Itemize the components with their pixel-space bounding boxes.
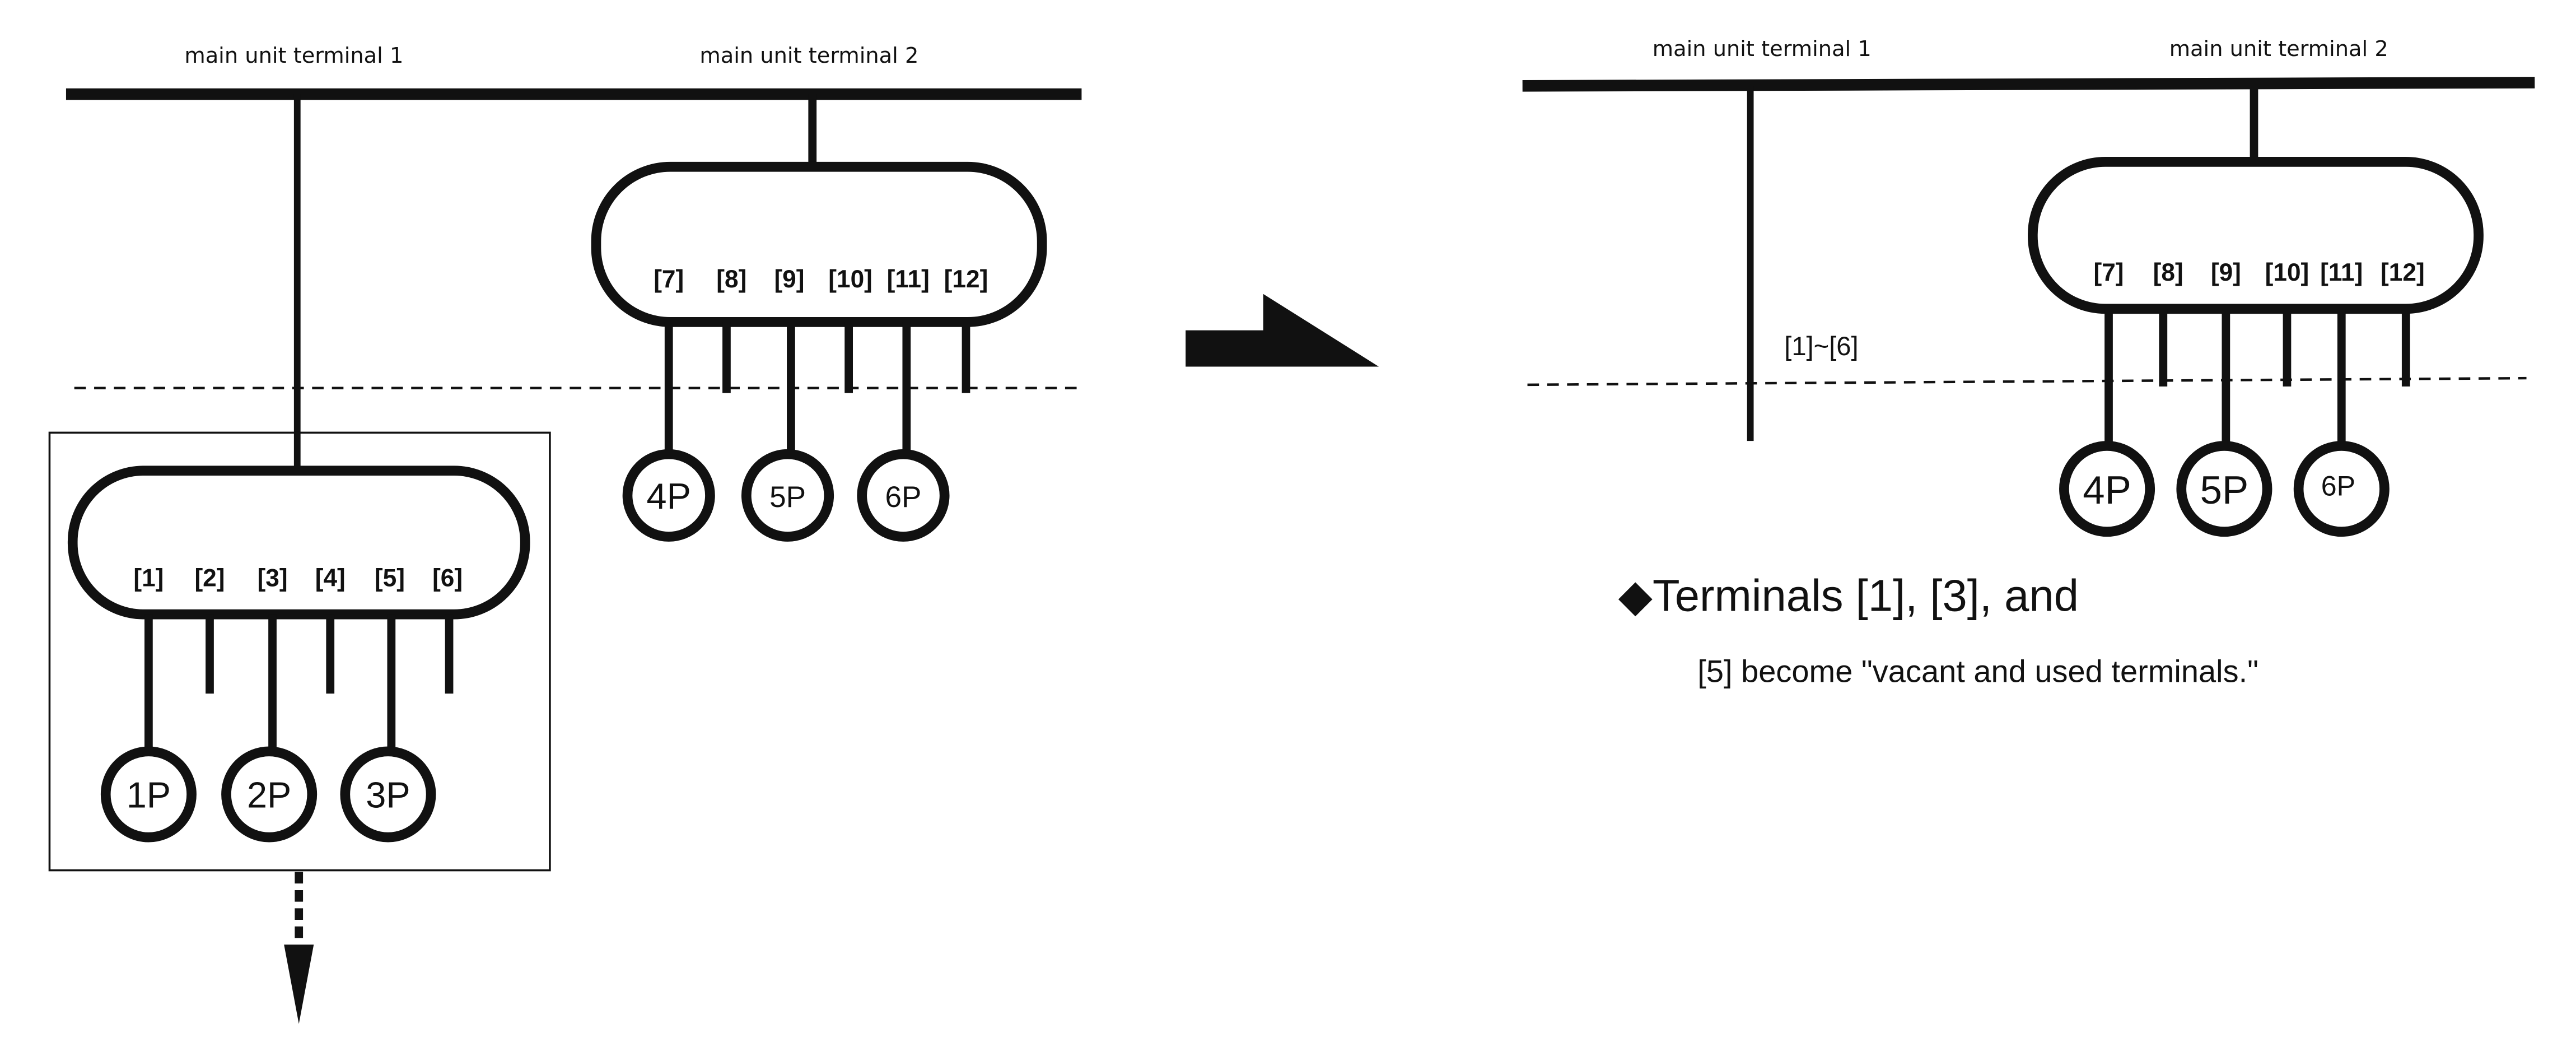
- terminal-label: [11]: [887, 266, 930, 293]
- unit-b-terminal-labels: [7] [8] [9] [10] [11] [12]: [2093, 259, 2424, 286]
- distribution-unit-b: [2028, 157, 2484, 314]
- svg-text:5P: 5P: [769, 481, 806, 514]
- terminal-label: [3]: [258, 565, 288, 592]
- port-4p: 4P: [2059, 441, 2155, 537]
- terminal-label: [11]: [2320, 259, 2363, 286]
- note-line-1: ◆Terminals [1], [3], and: [1618, 571, 2079, 621]
- note-line-2: [5] become "vacant and used terminals.": [1697, 654, 2258, 689]
- terminal-label: [8]: [2153, 259, 2183, 286]
- after-diagram: main unit terminal 1 main unit terminal …: [1522, 36, 2535, 689]
- terminal-label: [12]: [2381, 259, 2425, 286]
- unit-b-drops: [664, 322, 970, 454]
- port-6p: 6P: [2293, 441, 2390, 537]
- svg-text:4P: 4P: [647, 476, 691, 516]
- main-bus-line: [1522, 77, 2535, 92]
- distribution-unit-b: [591, 161, 1047, 327]
- terminal-label: [5]: [375, 565, 405, 592]
- main-unit-terminal-2-label: main unit terminal 2: [2169, 36, 2388, 62]
- unit-b-drops: [2104, 309, 2410, 446]
- terminal-label: [9]: [774, 266, 804, 293]
- port-4p: 4P: [622, 449, 715, 542]
- terminal-label: [7]: [654, 266, 684, 293]
- removed-range-label: [1]~[6]: [1784, 331, 1858, 361]
- terminal-label: [6]: [432, 565, 463, 592]
- port-1p: 1P: [100, 746, 197, 843]
- transition-arrow-icon: [1186, 294, 1379, 367]
- dotted-down-arrow: [284, 872, 314, 1024]
- unit-b-terminal-labels: [7] [8] [9] [10] [11] [12]: [654, 266, 988, 293]
- highlight-box: [48, 431, 551, 872]
- port-3p: 3P: [340, 746, 436, 843]
- before-diagram: main unit terminal 1 main unit terminal …: [48, 43, 1082, 1024]
- svg-text:3P: 3P: [366, 775, 410, 816]
- svg-text:2P: 2P: [247, 775, 291, 816]
- terminal-label: [8]: [716, 266, 746, 293]
- distribution-unit-a: [67, 466, 530, 620]
- terminal-label: [7]: [2093, 259, 2124, 286]
- svg-text:6P: 6P: [885, 481, 921, 514]
- main-unit-terminal-1-label: main unit terminal 1: [184, 43, 403, 68]
- port-2p: 2P: [221, 746, 318, 843]
- terminal-label: [12]: [944, 266, 988, 293]
- terminal-label: [1]: [133, 565, 164, 592]
- terminal-label: [10]: [2265, 259, 2309, 286]
- port-6p: 6P: [857, 449, 950, 542]
- dashed-boundary: [1527, 376, 2527, 387]
- svg-text:4P: 4P: [2083, 468, 2131, 512]
- svg-text:5P: 5P: [2200, 468, 2249, 512]
- terminal-label: [2]: [194, 565, 225, 592]
- port-5p: 5P: [2176, 441, 2272, 537]
- main-unit-terminal-2-label: main unit terminal 2: [699, 43, 918, 68]
- terminal-label: [4]: [315, 565, 346, 592]
- main-unit-terminal-1-label: main unit terminal 1: [1653, 36, 1872, 62]
- port-5p: 5P: [741, 449, 834, 542]
- unit-a-terminal-labels: [1] [2] [3] [4] [5] [6]: [133, 565, 463, 592]
- svg-text:6P: 6P: [2321, 470, 2355, 501]
- terminal-label: [9]: [2211, 259, 2241, 286]
- terminal-label: [10]: [828, 266, 872, 293]
- unit-a-drops: [144, 614, 454, 752]
- svg-text:1P: 1P: [127, 775, 171, 816]
